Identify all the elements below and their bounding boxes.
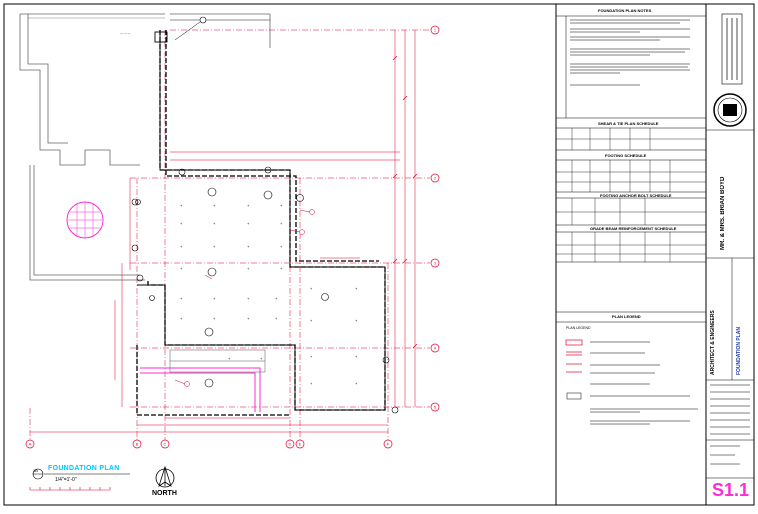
svg-text:5: 5 bbox=[434, 405, 437, 410]
svg-text:+: + bbox=[180, 221, 183, 226]
svg-text:+: + bbox=[355, 286, 358, 291]
svg-text:+: + bbox=[180, 266, 183, 271]
svg-text:+: + bbox=[180, 244, 183, 249]
svg-text:4: 4 bbox=[434, 346, 437, 351]
svg-text:+: + bbox=[310, 286, 313, 291]
svg-text:+: + bbox=[310, 381, 313, 386]
svg-text:+: + bbox=[355, 318, 358, 323]
svg-text:+: + bbox=[247, 266, 250, 271]
svg-text:+: + bbox=[310, 354, 313, 359]
grade-beam-schedule-title: GRADE BEAM REINFORCEMENT SCHEDULE bbox=[590, 226, 677, 231]
svg-text:2: 2 bbox=[434, 176, 437, 181]
svg-text:3: 3 bbox=[434, 261, 437, 266]
svg-text:— — —: — — — bbox=[120, 31, 131, 35]
svg-text:+: + bbox=[213, 203, 216, 208]
svg-text:+: + bbox=[310, 318, 313, 323]
svg-text:+: + bbox=[247, 203, 250, 208]
firm-name: ARCHITECT & ENGINEERS bbox=[710, 310, 716, 375]
svg-text:+: + bbox=[247, 221, 250, 226]
sheet-number: S1.1 bbox=[712, 480, 750, 500]
svg-text:+: + bbox=[247, 244, 250, 249]
svg-text:B: B bbox=[136, 442, 139, 447]
svg-text:+: + bbox=[280, 266, 283, 271]
svg-text:+: + bbox=[280, 221, 283, 226]
svg-text:+: + bbox=[180, 316, 183, 321]
svg-text:+: + bbox=[275, 296, 278, 301]
svg-text:+: + bbox=[228, 356, 231, 361]
footing-schedule-title: FOOTING SCHEDULE bbox=[605, 153, 647, 158]
svg-text:1: 1 bbox=[434, 28, 437, 33]
plan-legend-title: PLAN LEGEND bbox=[612, 314, 641, 319]
svg-text:+: + bbox=[180, 203, 183, 208]
svg-text:+: + bbox=[213, 221, 216, 226]
detail-tag: 1B bbox=[33, 468, 38, 473]
svg-text:+: + bbox=[180, 296, 183, 301]
svg-text:F: F bbox=[387, 442, 390, 447]
svg-text:+: + bbox=[275, 316, 278, 321]
plan-legend-subtitle: PLAN LEGEND bbox=[566, 326, 591, 330]
north-label: NORTH bbox=[152, 490, 177, 497]
svg-text:+: + bbox=[247, 316, 250, 321]
svg-text:+: + bbox=[213, 296, 216, 301]
drawing-title: FOUNDATION PLAN bbox=[48, 465, 120, 472]
notes-header: FOUNDATION PLAN NOTES bbox=[598, 8, 652, 13]
sheet-title: FOUNDATION PLAN bbox=[736, 327, 742, 375]
svg-text:+: + bbox=[213, 316, 216, 321]
svg-text:+: + bbox=[355, 354, 358, 359]
project-name: MR. & MRS. BRIAN BOYD bbox=[720, 176, 726, 250]
svg-text:+: + bbox=[280, 203, 283, 208]
anchor-bolt-schedule-title: FOOTING ANCHOR BOLT SCHEDULE bbox=[600, 193, 672, 198]
svg-text:+: + bbox=[213, 244, 216, 249]
svg-text:+: + bbox=[355, 381, 358, 386]
svg-text:+: + bbox=[260, 356, 263, 361]
svg-text:E: E bbox=[299, 442, 302, 447]
svg-text:+: + bbox=[280, 244, 283, 249]
svg-text:+: + bbox=[247, 296, 250, 301]
svg-text:C: C bbox=[164, 442, 167, 447]
svg-text:D: D bbox=[289, 442, 292, 447]
drawing-scale: 1/4"=1'-0" bbox=[55, 477, 77, 483]
svg-text:A: A bbox=[29, 442, 32, 447]
shear-tie-schedule-title: SHEAR & TIE PLAN SCHEDULE bbox=[598, 121, 659, 126]
